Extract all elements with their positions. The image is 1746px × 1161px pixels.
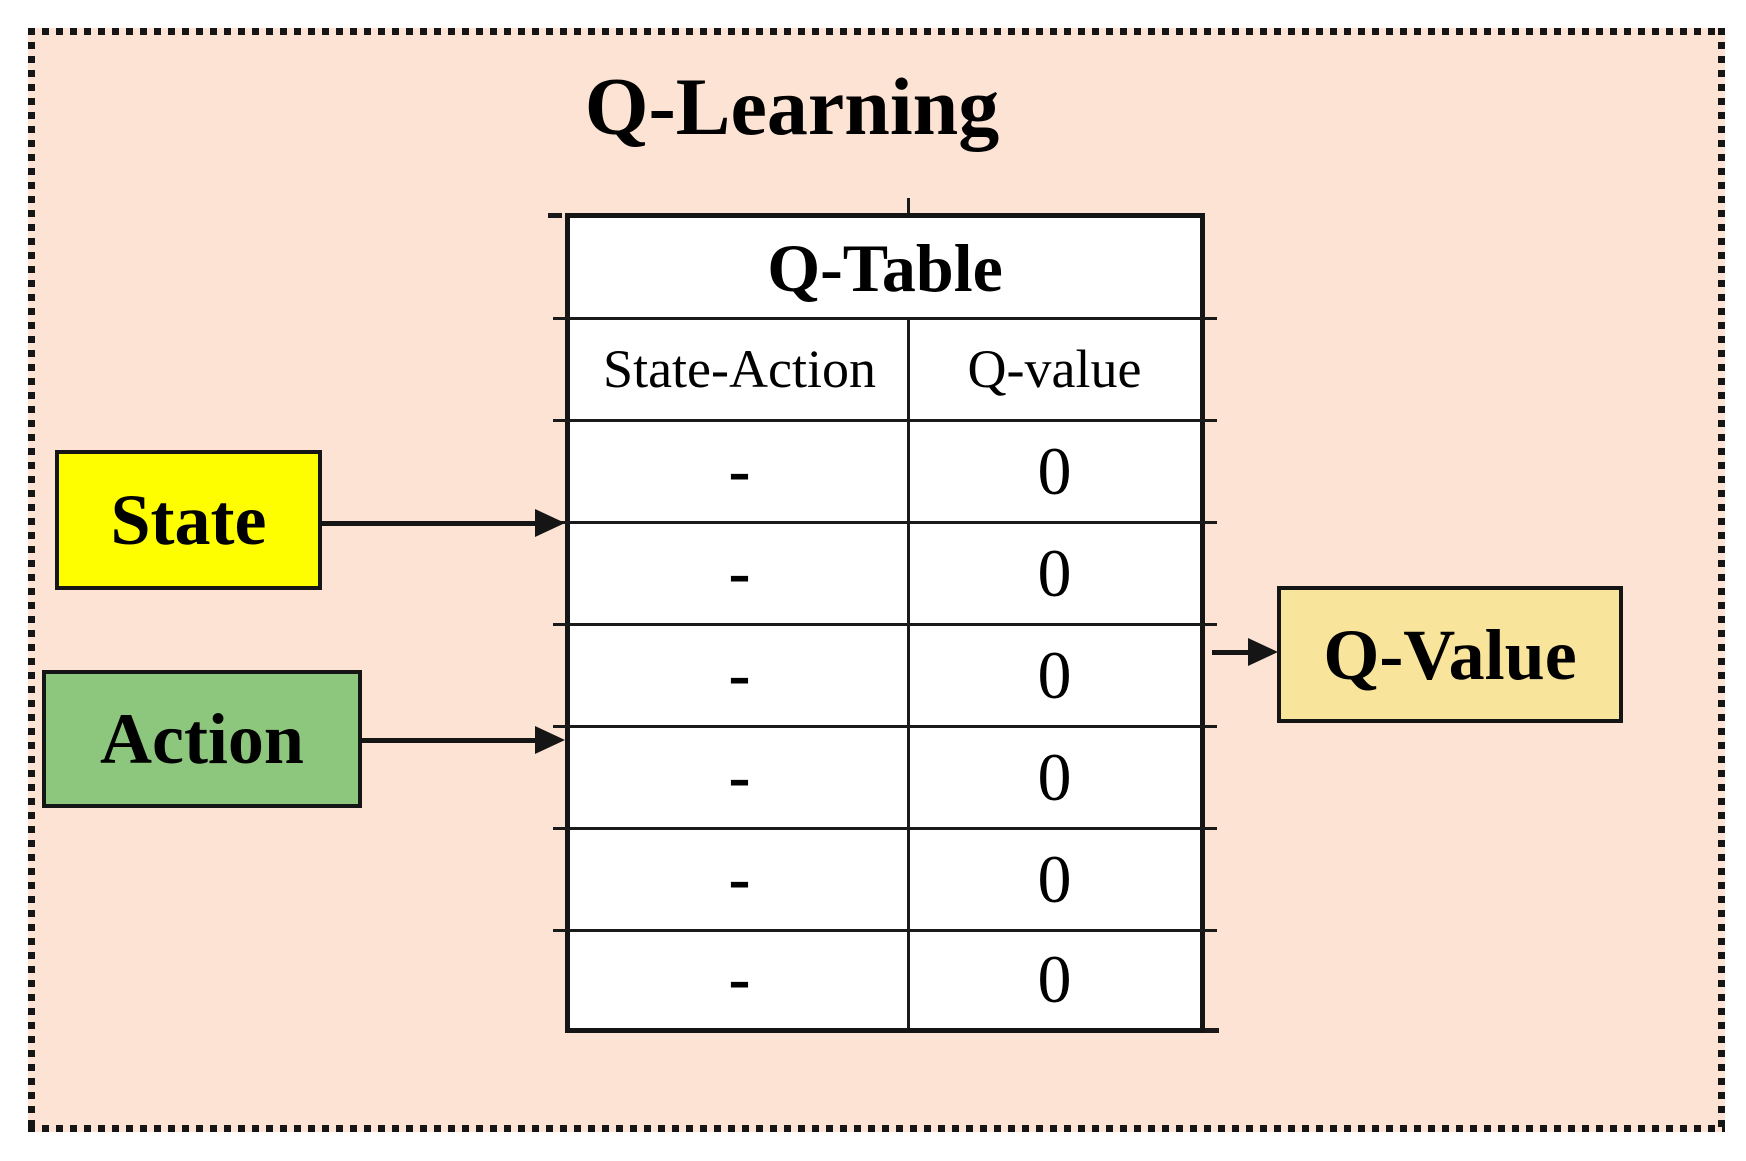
state-action-cell: -	[728, 434, 751, 507]
state-box-label: State	[110, 480, 267, 560]
q-value-cell: 0	[1037, 940, 1072, 1017]
grid-overshoot-tick	[548, 213, 562, 218]
action-to-table-arrowhead-icon	[535, 726, 565, 754]
dotted-border-bottom	[28, 1125, 1725, 1132]
q-value-cell: 0	[1037, 534, 1072, 611]
state-action-cell: -	[728, 942, 751, 1015]
table-grid-line	[553, 623, 1217, 626]
state-to-table-arrow-line	[322, 521, 535, 526]
table-row: - 0	[570, 828, 1200, 930]
action-box: Action	[42, 670, 362, 808]
action-to-table-arrow-line	[362, 738, 535, 743]
action-box-label: Action	[100, 699, 304, 779]
grid-overshoot-tick	[907, 198, 910, 213]
table-row: - 0	[570, 930, 1200, 1028]
figure-title: Q-Learning	[584, 61, 1000, 152]
table-to-q-value-arrowhead-icon	[1248, 638, 1278, 666]
q-value-cell: 0	[1037, 432, 1072, 509]
q-table-header-row: State-Action Q-value	[570, 318, 1200, 420]
q-value-box-label: Q-Value	[1323, 614, 1577, 695]
table-grid-line	[553, 317, 1217, 320]
state-box: State	[55, 450, 322, 590]
q-table: Q-Table State-Action Q-value - 0 - 0 - 0…	[553, 213, 1217, 1033]
table-grid-line	[553, 521, 1217, 524]
q-value-box: Q-Value	[1277, 586, 1623, 723]
grid-overshoot-tick	[1205, 1028, 1219, 1033]
table-row: - 0	[570, 624, 1200, 726]
q-table-title: Q-Table	[767, 229, 1003, 306]
table-column-divider	[907, 318, 910, 1028]
q-value-cell: 0	[1037, 636, 1072, 713]
state-action-cell: -	[728, 638, 751, 711]
table-grid-line	[553, 419, 1217, 422]
table-row: - 0	[570, 522, 1200, 624]
table-grid-line	[553, 725, 1217, 728]
column-header-q-value: Q-value	[967, 339, 1142, 399]
table-row: - 0	[570, 726, 1200, 828]
dotted-border-top	[28, 28, 1725, 35]
dotted-border-right	[1718, 28, 1725, 1132]
q-value-cell: 0	[1037, 840, 1072, 917]
table-to-q-value-arrow-line	[1212, 650, 1248, 655]
q-value-cell: 0	[1037, 738, 1072, 815]
state-action-cell: -	[728, 740, 751, 813]
table-grid-line	[553, 929, 1217, 932]
state-action-cell: -	[728, 536, 751, 609]
dotted-border-left	[28, 28, 35, 1132]
state-to-table-arrowhead-icon	[535, 509, 565, 537]
table-grid-line	[553, 827, 1217, 830]
column-header-state-action: State-Action	[603, 339, 876, 399]
table-row: - 0	[570, 420, 1200, 522]
state-action-cell: -	[728, 842, 751, 915]
